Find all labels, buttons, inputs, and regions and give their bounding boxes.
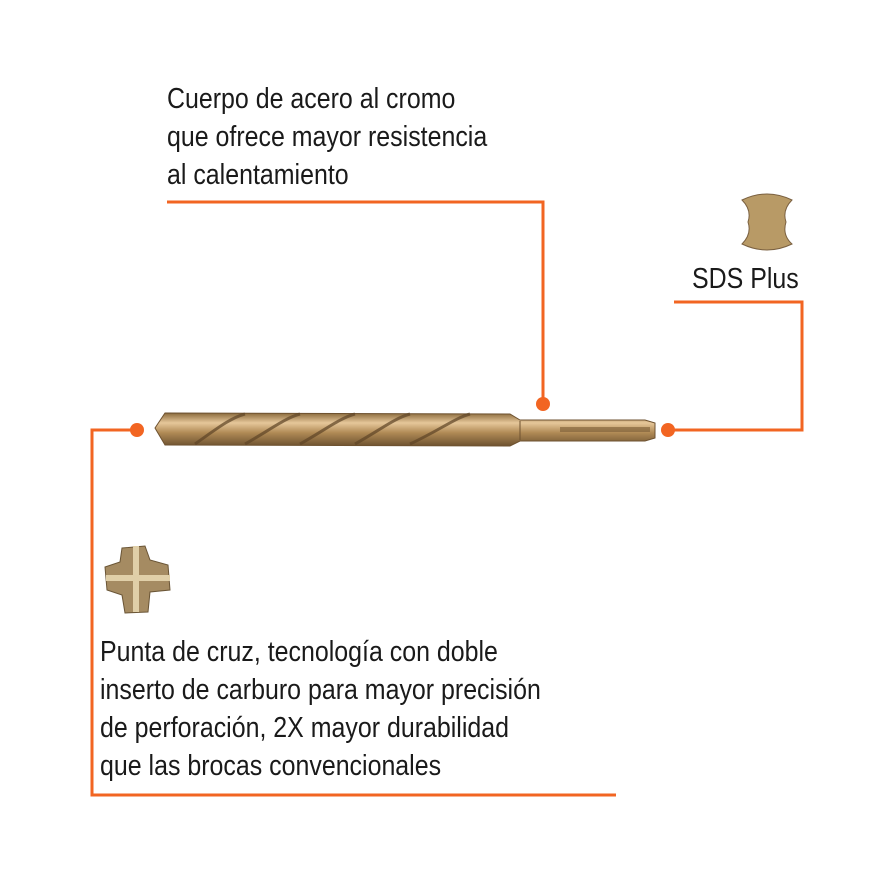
tip-callout-text: Punta de cruz, tecnología con doble inse… [100, 633, 541, 785]
shank-callout-line [668, 300, 804, 432]
body-callout-text: Cuerpo de acero al cromo que ofrece mayo… [167, 80, 487, 194]
tip-callout-line-2: inserto de carburo para mayor precisión [100, 674, 541, 706]
sds-plus-shank-cross-section-icon [741, 193, 793, 251]
body-callout-line [167, 200, 545, 404]
body-callout-line-2: que ofrece mayor resistencia [167, 121, 488, 153]
shank-callout-label: SDS Plus [692, 263, 799, 295]
tip-callout-line-4: que las brocas convencionales [100, 750, 442, 782]
cross-tip-icon [104, 545, 171, 614]
tip-callout-line-3: de perforación, 2X mayor durabilidad [100, 712, 509, 744]
body-callout-line-1: Cuerpo de acero al cromo [167, 83, 456, 115]
body-callout-dot [536, 397, 550, 411]
body-callout-line-3: al calentamiento [167, 159, 349, 191]
shank-callout-dot [661, 423, 675, 437]
tip-callout-dot [130, 423, 144, 437]
drill-bit-image [154, 412, 656, 447]
tip-callout-line-1: Punta de cruz, tecnología con doble [100, 636, 498, 668]
tip-callout-line [90, 428, 616, 797]
